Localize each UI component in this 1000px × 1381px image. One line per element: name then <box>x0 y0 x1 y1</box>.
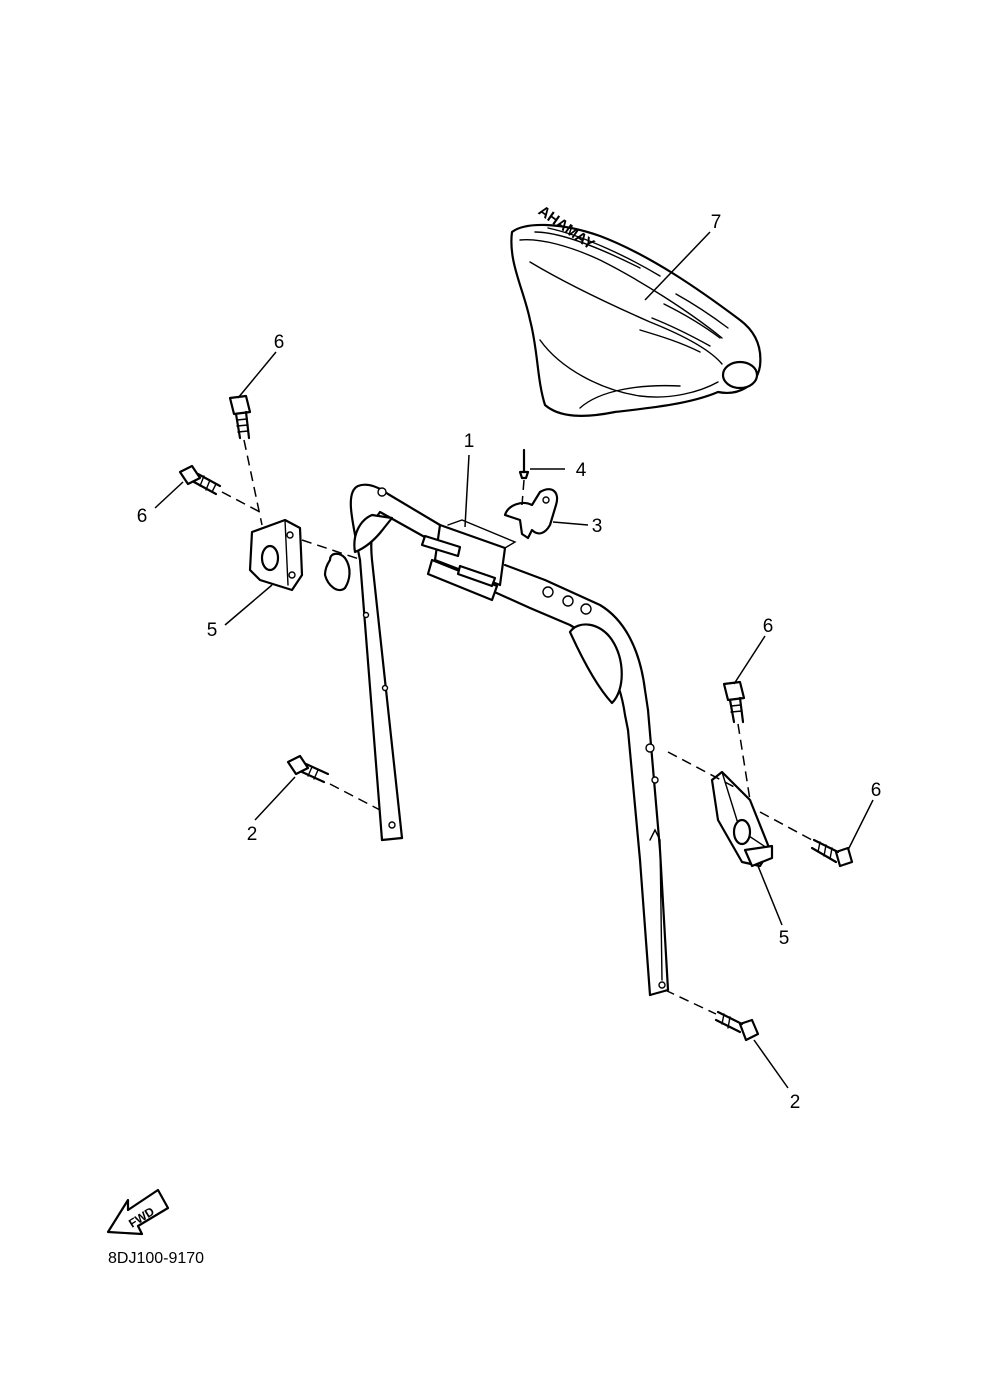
part-code: 8DJ100-9170 <box>108 1250 204 1267</box>
clip-stay <box>503 488 589 540</box>
callout-7: 7 <box>711 212 722 233</box>
bolt-right-horizontal <box>759 799 874 868</box>
bolt-lower-right <box>664 989 789 1089</box>
callout-2-right: 2 <box>790 1092 801 1113</box>
handlebar-pad: YAMAHA <box>510 202 762 417</box>
callout-6-right: 6 <box>871 780 882 801</box>
callout-4: 4 <box>576 460 587 481</box>
bracket-bolt-lower <box>456 564 497 588</box>
callout-5-right: 5 <box>779 928 790 949</box>
callout-3: 3 <box>592 516 603 537</box>
bolt-right-vertical <box>722 635 766 801</box>
callout-6-right-top: 6 <box>763 616 774 637</box>
callout-6-left: 6 <box>137 506 148 527</box>
handlebar-frame <box>349 454 670 997</box>
callout-6-top-left: 6 <box>274 332 285 353</box>
bracket-bolt-upper <box>420 534 462 558</box>
bracket-left <box>224 518 304 626</box>
callout-5-left: 5 <box>207 620 218 641</box>
forward-arrow-icon: FWD <box>106 1188 170 1236</box>
bolt-upper-left-vertical <box>228 351 277 526</box>
bracket-right <box>667 751 783 926</box>
pin <box>518 448 565 506</box>
callout-2-left: 2 <box>247 824 258 845</box>
callout-1: 1 <box>464 431 475 452</box>
bolt-left-horizontal <box>154 464 261 513</box>
bolt-lower-left <box>254 754 381 821</box>
d-ring <box>301 539 363 592</box>
